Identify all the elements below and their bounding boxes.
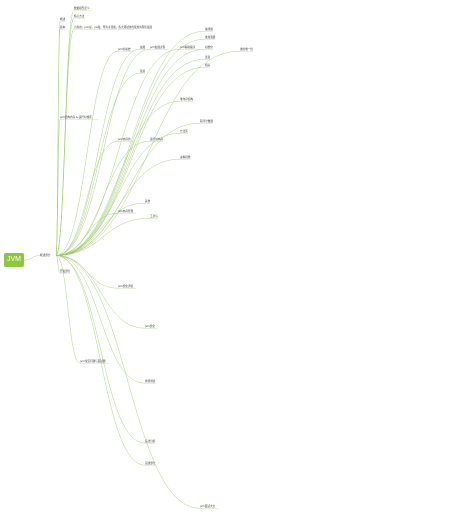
mind-map-node[interactable]: jvm编辑顺序 bbox=[180, 46, 196, 49]
mind-map-node[interactable]: 连接 bbox=[205, 56, 211, 59]
mind-map-node[interactable]: 虚拟机栈 bbox=[180, 156, 191, 159]
mind-map-node[interactable]: 工具与 bbox=[150, 215, 158, 218]
mind-map-link bbox=[55, 49, 141, 256]
mind-map-link bbox=[55, 67, 206, 256]
mind-map-node[interactable]: 堆内存结构 bbox=[180, 98, 193, 101]
mind-map-link bbox=[55, 29, 61, 256]
mind-map-node[interactable]: jvm内存的 bbox=[118, 138, 131, 141]
mind-map-link bbox=[55, 255, 201, 509]
mind-map-node[interactable]: 实战分析 bbox=[145, 440, 156, 443]
mind-map-link bbox=[55, 255, 146, 466]
mind-map-node[interactable]: 运行时内存 bbox=[150, 138, 163, 141]
mind-map-link bbox=[55, 59, 206, 256]
mind-map-node[interactable]: 实践部分 bbox=[145, 462, 156, 465]
mind-map-node[interactable]: 类加载器 bbox=[205, 36, 216, 39]
mind-map-node[interactable]: 链接 bbox=[140, 70, 146, 73]
mind-map-link bbox=[55, 18, 75, 256]
mind-map-node[interactable]: 核心方法 bbox=[74, 15, 85, 18]
mind-map-node[interactable]: 加载 bbox=[140, 46, 146, 49]
mind-map-node[interactable]: jvm的初始 bbox=[118, 48, 131, 51]
mind-map-link bbox=[55, 39, 206, 256]
mind-map-node[interactable]: jvm结构内存 & 运行时栈区 bbox=[60, 116, 92, 119]
mind-map-link bbox=[55, 218, 151, 256]
mind-map-link bbox=[23, 255, 41, 261]
mind-map-node[interactable]: jvm优化 bbox=[145, 325, 155, 328]
mind-map-node[interactable]: jvm面试大全 bbox=[200, 505, 216, 508]
mind-map-link bbox=[55, 255, 146, 384]
mind-map-link bbox=[55, 123, 201, 256]
mind-map-link bbox=[55, 29, 75, 256]
mind-map-node[interactable]: 类的唯一性 bbox=[240, 48, 253, 51]
mind-map-node[interactable]: 程序计数器 bbox=[200, 120, 213, 123]
mind-map-node[interactable]: 编译器 bbox=[205, 28, 213, 31]
mind-map-link bbox=[55, 31, 206, 256]
mind-map-link bbox=[55, 51, 119, 256]
mind-map-node[interactable]: 其他 bbox=[145, 200, 151, 203]
branch-overview-node[interactable]: 概述部分 bbox=[40, 254, 51, 257]
mind-map-link bbox=[55, 255, 81, 364]
mind-map-node[interactable]: 版本 bbox=[60, 26, 66, 29]
mind-map-link bbox=[55, 213, 119, 256]
mind-map-node[interactable]: 为何用，jvm是，jre和，所有主流和，各大测试用的使用的理论发展 bbox=[74, 26, 153, 29]
mind-map-node[interactable]: 方法区 bbox=[180, 130, 188, 133]
mind-map-node[interactable]: jvm优化调优 bbox=[118, 285, 134, 288]
mind-map-node[interactable]: jvm内存管理 bbox=[118, 210, 134, 213]
mind-map-node[interactable]: 开发部分 bbox=[60, 270, 71, 273]
mind-map-node[interactable]: 数据模型定义 bbox=[74, 7, 90, 10]
mind-map-node[interactable]: 概述 bbox=[60, 18, 66, 21]
mind-map-link bbox=[55, 255, 61, 274]
mind-map-node[interactable]: jvm常见问题与面试题 bbox=[80, 360, 106, 363]
mind-map-link bbox=[55, 51, 241, 256]
mind-map-link bbox=[55, 255, 146, 444]
mind-map-link bbox=[55, 101, 181, 256]
mind-map-link bbox=[55, 203, 146, 256]
mind-map-link bbox=[55, 119, 61, 256]
mind-map-link bbox=[55, 73, 141, 256]
mind-map-node[interactable]: 性能调优 bbox=[145, 380, 156, 383]
root-node[interactable]: JVM bbox=[4, 253, 24, 267]
mind-map-node[interactable]: 相关 bbox=[205, 64, 211, 67]
mind-map-node[interactable]: jvm加载过程 bbox=[150, 46, 166, 49]
mind-map-link bbox=[55, 141, 119, 256]
mind-map-node[interactable]: 初始化 bbox=[205, 46, 213, 49]
mind-map-link bbox=[55, 133, 181, 256]
mind-map-link bbox=[55, 141, 151, 256]
mind-map-link bbox=[55, 49, 206, 256]
mind-map-link bbox=[55, 255, 146, 329]
